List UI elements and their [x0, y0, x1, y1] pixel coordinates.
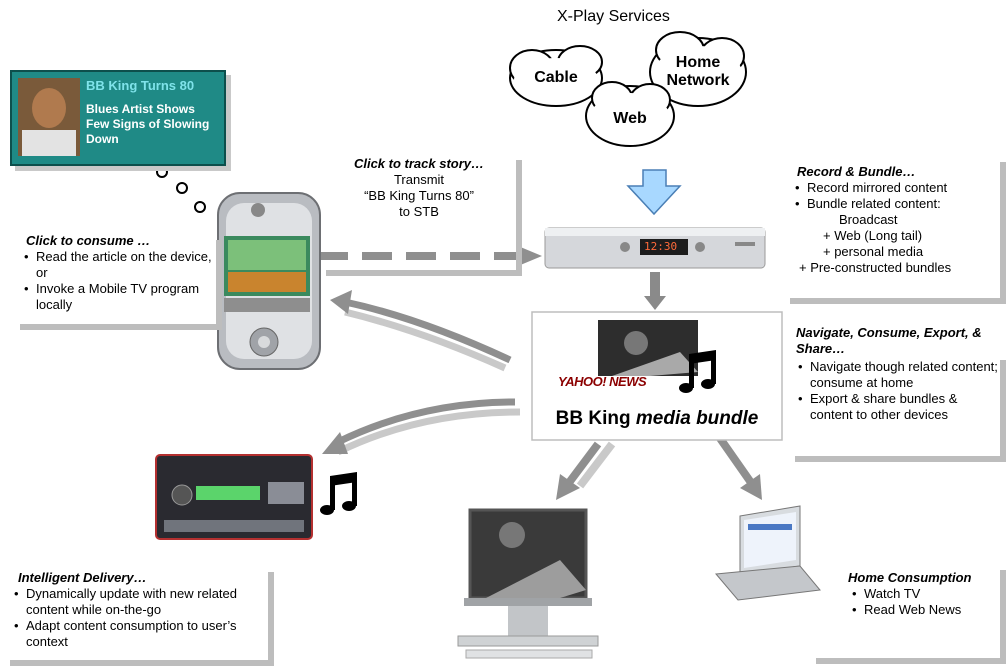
bracket-decoration [795, 360, 1006, 462]
news-card: BB King Turns 80 Blues Artist Shows Few … [10, 70, 226, 166]
track-line: Transmit [393, 172, 445, 187]
record-sub: + Web (Long tail) [823, 228, 923, 243]
record-item: Bundle related content: [793, 196, 997, 212]
track-title: Click to track story… [353, 156, 485, 171]
bracket-decoration [20, 240, 222, 330]
consume-block: Click to consume … Read the article on t… [24, 233, 216, 313]
music-note-icon [679, 350, 716, 393]
down-arrow-icon [644, 272, 666, 310]
music-note-icon [320, 472, 357, 515]
news-body: Blues Artist Shows Few Signs of Slowing … [86, 102, 210, 146]
stb-display: 12:30 [644, 240, 678, 253]
bracket-decoration [326, 160, 522, 276]
home-network-cloud [649, 31, 747, 107]
bundle-label-italic: media bundle [635, 408, 759, 429]
set-top-box [544, 227, 766, 269]
home-block: Home Consumption Watch TV Read Web News [848, 570, 998, 618]
navigate-block: Navigate, Consume, Export, & Share… Navi… [796, 325, 1002, 423]
record-sub: + personal media [823, 244, 924, 259]
home-item: Watch TV [850, 586, 998, 602]
bracket-decoration [790, 162, 1006, 304]
bundle-label-prefix: BB King [555, 408, 636, 429]
delivery-item: Adapt content consumption to user’s cont… [12, 618, 266, 650]
record-extra: + Pre-constructed bundles [799, 260, 952, 275]
cable-label: Cable [534, 69, 578, 86]
bundle-label: BB King media bundle [532, 408, 782, 430]
web-label: Web [613, 110, 647, 127]
navigate-item: Export & share bundles & content to othe… [796, 391, 1002, 423]
record-sub: Broadcast [839, 212, 898, 227]
consume-title: Click to consume … [26, 233, 151, 248]
web-cloud [585, 81, 675, 147]
bb-king-thumbnail [18, 78, 80, 156]
tv-set [457, 508, 599, 659]
record-title: Record & Bundle… [797, 164, 916, 179]
delivery-block: Intelligent Delivery… Dynamically update… [14, 570, 266, 650]
track-line: “BB King Turns 80” [364, 188, 474, 203]
laptop [715, 505, 821, 601]
bracket-decoration [816, 570, 1006, 664]
down-arrow-icon [626, 169, 682, 216]
navigate-item: Navigate though related content; consume… [796, 359, 1002, 391]
delivery-item: Dynamically update with new related cont… [12, 586, 266, 618]
consume-item: Invoke a Mobile TV program locally [22, 281, 216, 313]
home-title: Home Consumption [848, 570, 972, 585]
home-network-label: Home Network [666, 54, 730, 89]
track-line: to STB [399, 204, 439, 219]
mobile-phone [217, 192, 321, 370]
consume-item: Read the article on the device, or [22, 249, 216, 281]
delivery-title: Intelligent Delivery… [18, 570, 147, 585]
record-item: Record mirrored content [793, 180, 997, 196]
navigate-title: Navigate, Consume, Export, & Share… [796, 325, 982, 356]
cable-cloud [509, 45, 603, 107]
home-item: Read Web News [850, 602, 998, 618]
car-radio [155, 454, 313, 540]
yahoo-news-logo: YAHOO! NEWS [558, 374, 647, 389]
track-block: Click to track story… Transmit “BB King … [320, 156, 518, 220]
bracket-decoration [10, 572, 274, 666]
news-headline: BB King Turns 80 [86, 78, 195, 93]
record-block: Record & Bundle… Record mirrored content… [795, 164, 997, 276]
diagram-title: X-Play Services [557, 8, 670, 25]
